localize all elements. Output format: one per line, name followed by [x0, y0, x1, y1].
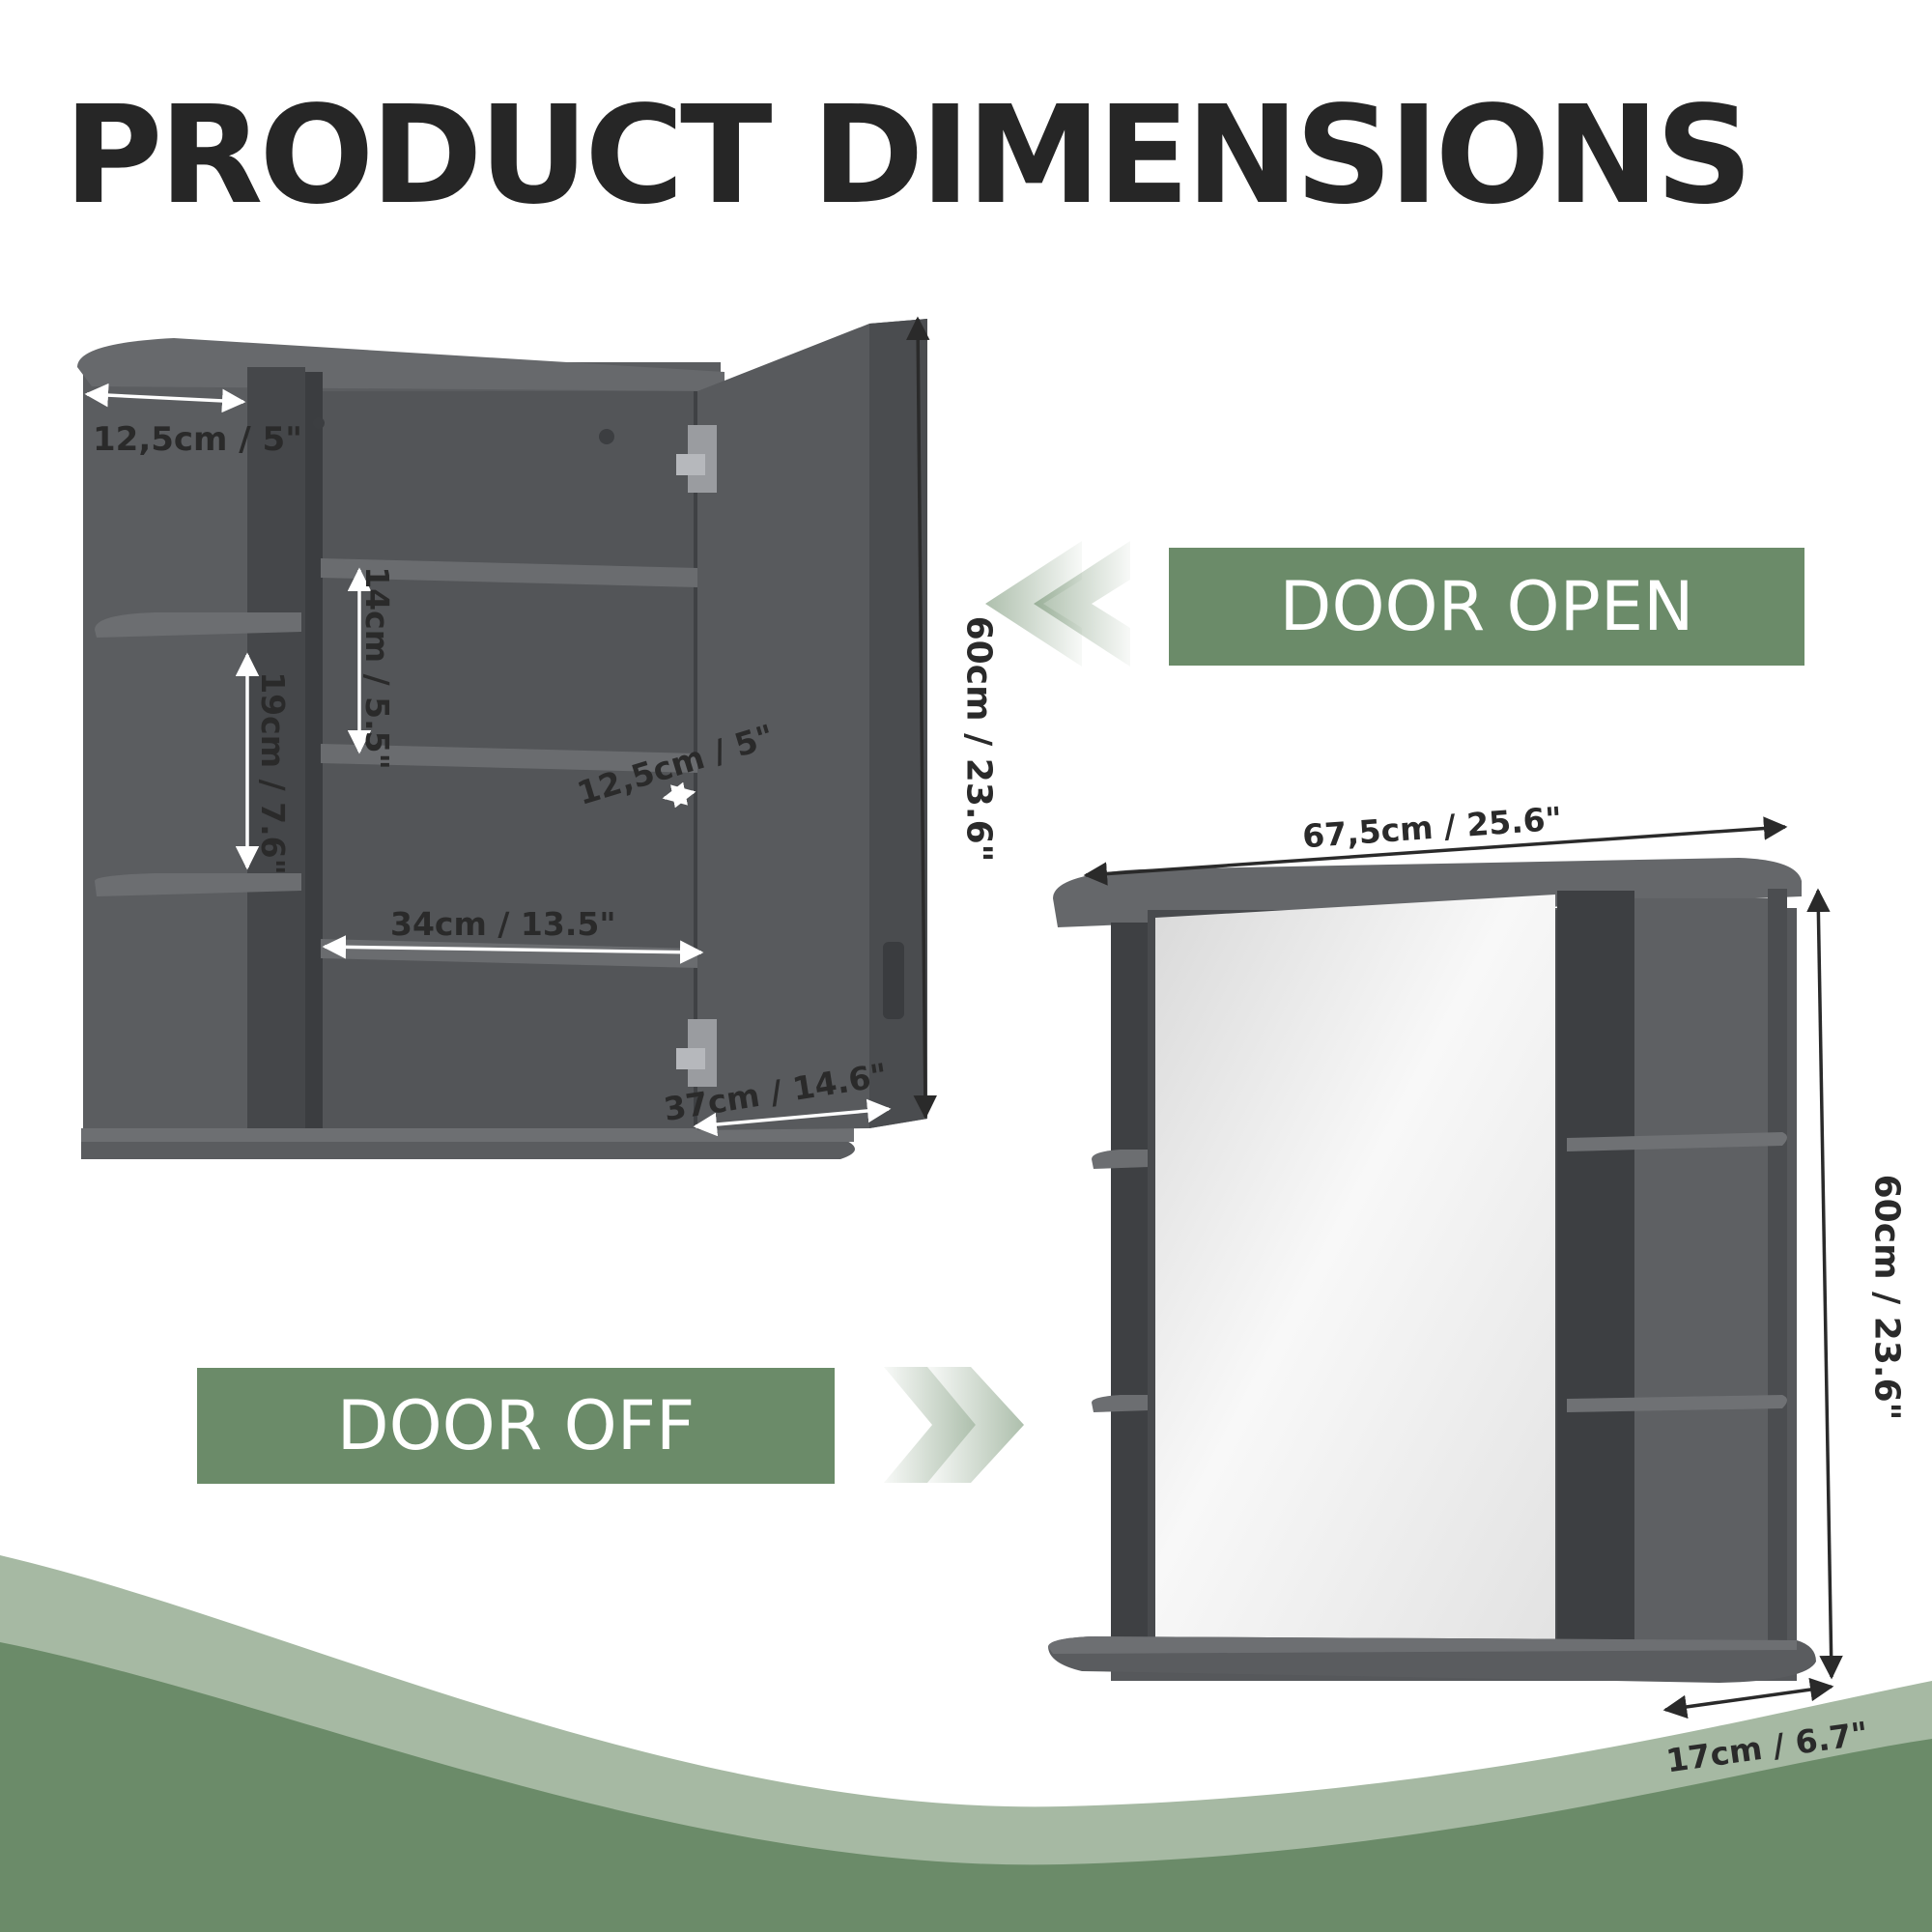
top-shelf-depth-label: 12,5cm / 5"	[93, 420, 302, 459]
chevron-right-icon	[884, 1367, 1024, 1483]
open-cabinet	[77, 319, 927, 1159]
chevron-left-icon	[985, 541, 1130, 667]
closed-height-label: 60cm / 23.6"	[1866, 1174, 1907, 1421]
inner-width-label: 34cm / 13.5"	[390, 905, 616, 943]
background-wave	[0, 1555, 1932, 1932]
closed-cabinet	[1048, 858, 1816, 1683]
page-title: PRODUCT DIMENSIONS	[64, 77, 1753, 235]
door-open-badge: DOOR OPEN	[1169, 548, 1804, 666]
open-dimension-arrows	[84, 316, 938, 1137]
open-height-label: 60cm / 23.6"	[958, 615, 999, 863]
inner-shelf-gap-label: 14cm / 5.5"	[357, 566, 396, 770]
closed-dimension-arrows	[1083, 816, 1843, 1719]
door-off-badge: DOOR OFF	[197, 1368, 835, 1484]
hinge-icon	[676, 425, 717, 1087]
side-shelf-gap-label: 19cm / 7.6"	[253, 671, 292, 875]
